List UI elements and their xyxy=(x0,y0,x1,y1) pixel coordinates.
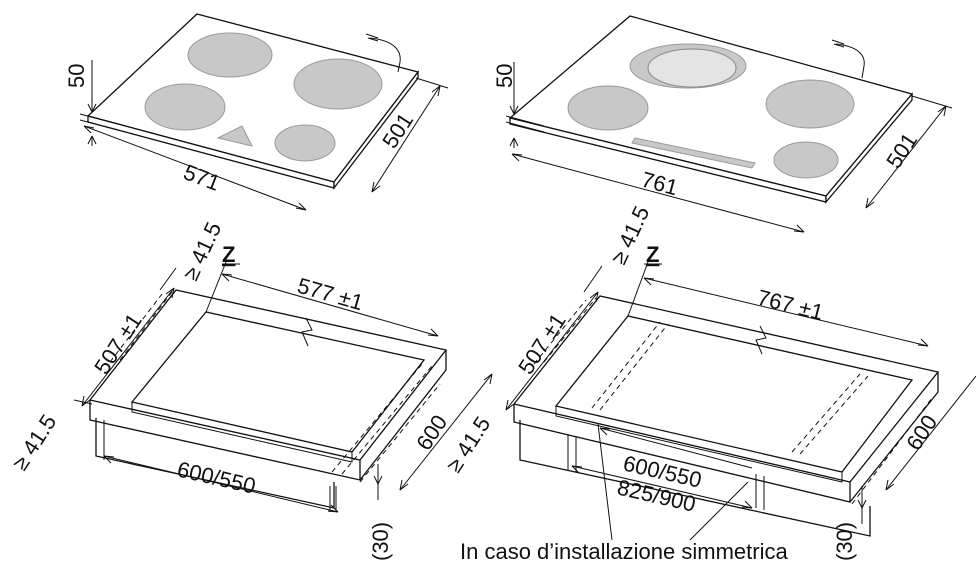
right-dim-lines xyxy=(505,62,953,233)
right-cutout-dims xyxy=(505,265,976,541)
right-worktop-thickness-label: (30) xyxy=(832,522,857,561)
left-cutout xyxy=(89,261,448,512)
right-cutout-width-label: 767 ±1 xyxy=(755,285,826,326)
right-cutout xyxy=(513,261,940,537)
left-hob-height-label: 50 xyxy=(64,64,89,88)
right-cable xyxy=(835,43,865,79)
left-cutout-dims xyxy=(73,267,493,513)
left-control-panel xyxy=(216,125,253,147)
left-cable xyxy=(369,37,401,73)
left-hob-width-label: 571 xyxy=(180,159,223,195)
right-zone-front-left xyxy=(567,85,649,131)
right-clearance-side-label: ≥ 41.5 xyxy=(441,412,495,477)
right-hob-width-label: 761 xyxy=(639,167,681,201)
left-zone-back-right xyxy=(293,58,383,110)
left-cabinet-depth-label: 600 xyxy=(411,410,452,454)
right-hob-height-label: 50 xyxy=(492,64,517,88)
right-zone-front-right xyxy=(773,141,839,179)
right-hob xyxy=(508,15,914,204)
right-zone-back-center-inner xyxy=(647,48,737,88)
symmetric-install-caption: In caso d’installazione simmetrica xyxy=(460,539,788,561)
left-worktop-thickness-label: (30) xyxy=(368,522,393,561)
right-hob-depth-label: 501 xyxy=(881,128,922,172)
left-zone-front-left xyxy=(144,83,226,131)
left-z-label: Z xyxy=(222,242,235,267)
left-clearance-front-label: ≥ 41.5 xyxy=(7,410,61,475)
left-cutout-width-label: 577 ±1 xyxy=(295,273,366,316)
left-cutout-depth-label: 507 ±1 xyxy=(89,309,147,379)
right-control-strip xyxy=(631,137,756,169)
right-zone-back-right xyxy=(765,79,855,129)
left-hob xyxy=(86,13,420,190)
right-cabinet-depth-label: 600 xyxy=(901,410,942,454)
left-clearance-back-label: ≥ 41.5 xyxy=(178,218,226,284)
left-dim-lines xyxy=(79,60,449,211)
right-z-label: Z xyxy=(646,242,659,267)
left-zone-front-right xyxy=(274,124,336,162)
left-cabinet-width-label: 600/550 xyxy=(175,457,258,499)
left-zone-back-left xyxy=(187,32,273,78)
